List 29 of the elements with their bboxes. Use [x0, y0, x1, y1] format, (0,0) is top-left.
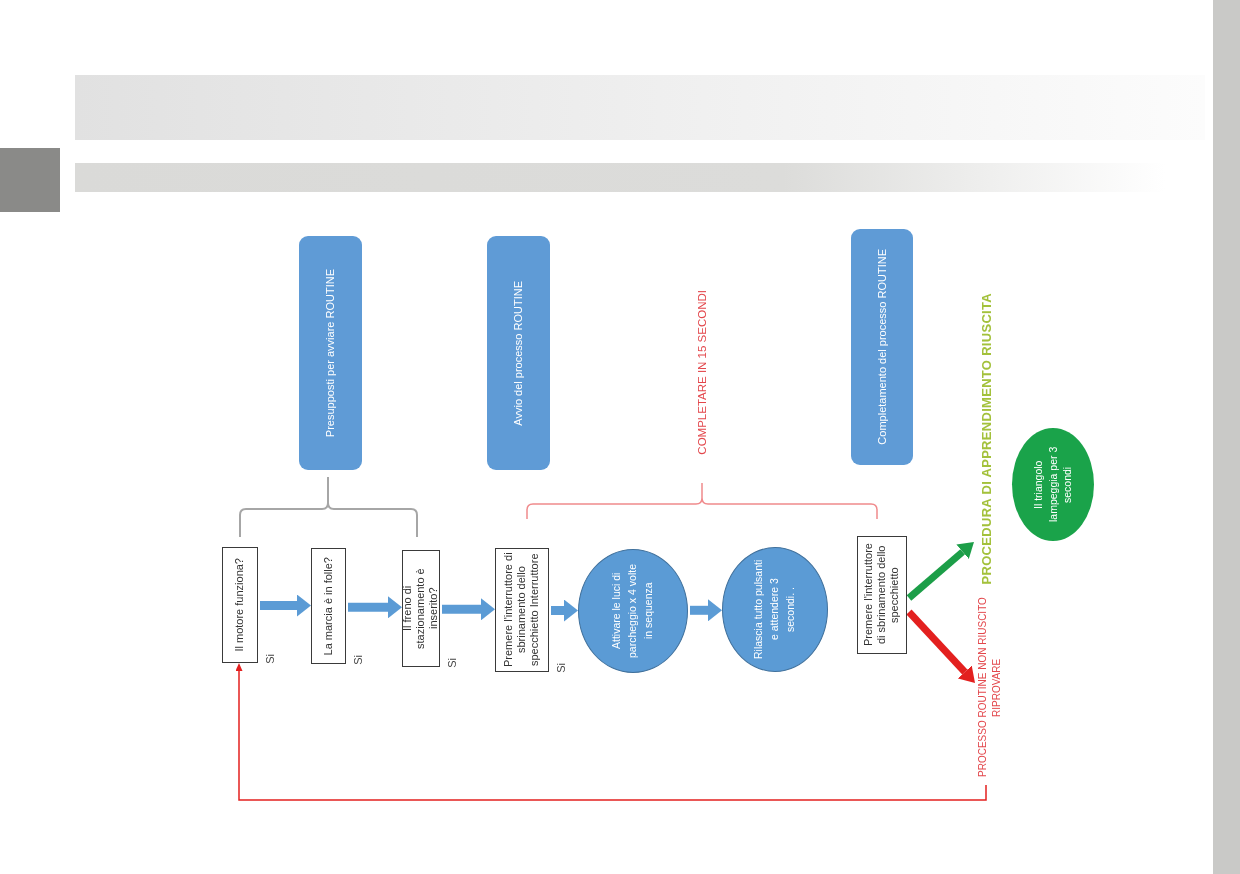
step-text: Il freno di stazionamento è inserito? — [401, 567, 441, 651]
step-text: Premere l'interruttore di sbrinamento dello specchietto Interruttore — [502, 552, 542, 668]
result-text: Il triangolo lampeggia per 3 secondi — [1030, 445, 1075, 525]
answer-label: Si — [263, 654, 277, 664]
answer-label: Si — [445, 658, 459, 668]
header-text: Avvio del processo ROUTINE — [511, 280, 526, 426]
step-box — [311, 548, 346, 664]
header-box — [299, 236, 362, 470]
step-box — [222, 547, 258, 663]
failure-text: PROCESSO ROUTINE NON RIUSCITO RIPROVARE — [976, 590, 1003, 785]
header-text: Presupposti per avviare ROUTINE — [323, 268, 338, 438]
step-box — [402, 550, 440, 667]
header-box — [487, 236, 550, 470]
step-text: La marcia è in folle? — [321, 556, 335, 656]
arrow — [235, 664, 987, 801]
step-text: Attivare le luci di parcheggio x 4 volte in sequenza — [609, 563, 655, 660]
step-box — [495, 548, 549, 672]
step-text: Rilascia tutto pulsanti e attendere 3 secondi. . — [751, 558, 797, 661]
arrow — [906, 542, 974, 601]
step-text: Il motore funziona? — [233, 558, 247, 652]
arrow — [906, 609, 975, 683]
step-box — [857, 536, 907, 654]
step-text: Premere l'interruttore di sbrinamento dello specchietto — [862, 542, 902, 649]
header-text: Completamento del processo ROUTINE — [874, 249, 889, 445]
success-text: PROCEDURA DI APPRENDIMENTO RIUSCITA — [977, 292, 997, 584]
answer-label: Si — [351, 655, 365, 665]
header-box — [851, 229, 913, 465]
answer-label: Si — [554, 663, 568, 673]
time-limit-note: COMPLETARE IN 15 SECONDI — [695, 290, 709, 455]
